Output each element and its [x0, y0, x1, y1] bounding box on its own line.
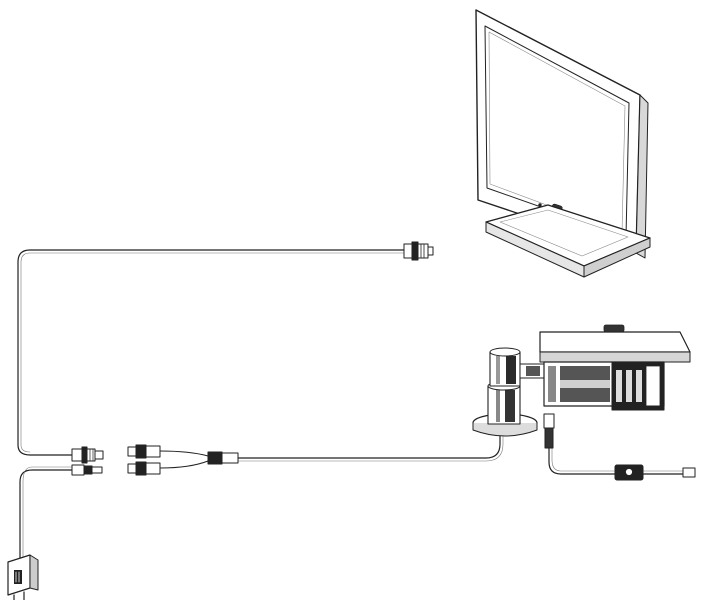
rca-jack-icon — [127, 444, 161, 476]
camera-power-tail — [548, 447, 616, 475]
camera-pigtail — [237, 424, 501, 459]
power-adapter-icon — [7, 554, 39, 600]
cables — [17, 249, 684, 561]
lcd-monitor-icon — [475, 9, 651, 278]
video-cable — [17, 249, 408, 456]
bnc-coupler — [71, 446, 104, 476]
power-lead — [19, 469, 73, 561]
inline-switch-icon — [614, 464, 696, 481]
bnc-connector-icon — [403, 241, 434, 261]
bullet-camera-icon — [472, 324, 691, 449]
cable-splitter-icon — [159, 450, 239, 469]
